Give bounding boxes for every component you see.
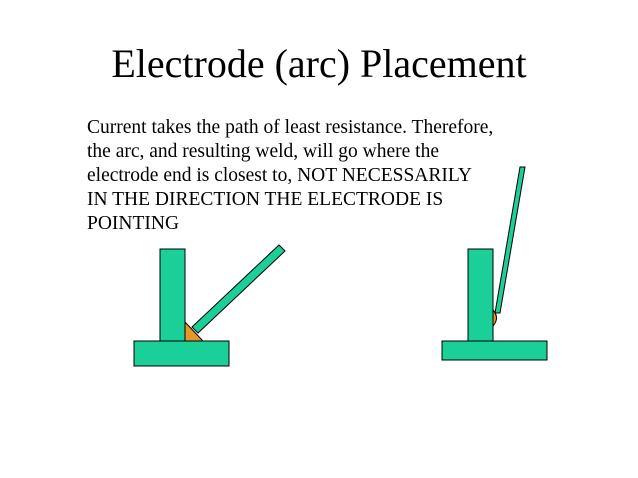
- body-line-1: Current takes the path of least resistan…: [87, 117, 494, 138]
- vertical-plate-right: [467, 248, 494, 342]
- weld-diagram-right: [441, 166, 548, 361]
- vertical-plate-left: [159, 248, 186, 342]
- weld-bead-left: [184, 320, 205, 342]
- weld-bead-right: [492, 308, 497, 328]
- slide-title: Electrode (arc) Placement: [111, 41, 527, 86]
- base-plate-right: [441, 340, 548, 361]
- body-line-2: the arc, and resulting weld, will go whe…: [87, 141, 439, 162]
- body-line-4: IN THE DIRECTION THE ELECTRODE IS: [87, 189, 444, 210]
- base-plate-left: [133, 340, 230, 367]
- electrode-right: [494, 166, 526, 314]
- electrode-left: [191, 244, 286, 334]
- body-line-3: electrode end is closest to, NOT NECESSA…: [87, 165, 472, 186]
- body-line-5: POINTING: [87, 213, 180, 234]
- weld-diagram-left: [133, 244, 286, 367]
- slide-body: Current takes the path of least resistan…: [87, 116, 547, 236]
